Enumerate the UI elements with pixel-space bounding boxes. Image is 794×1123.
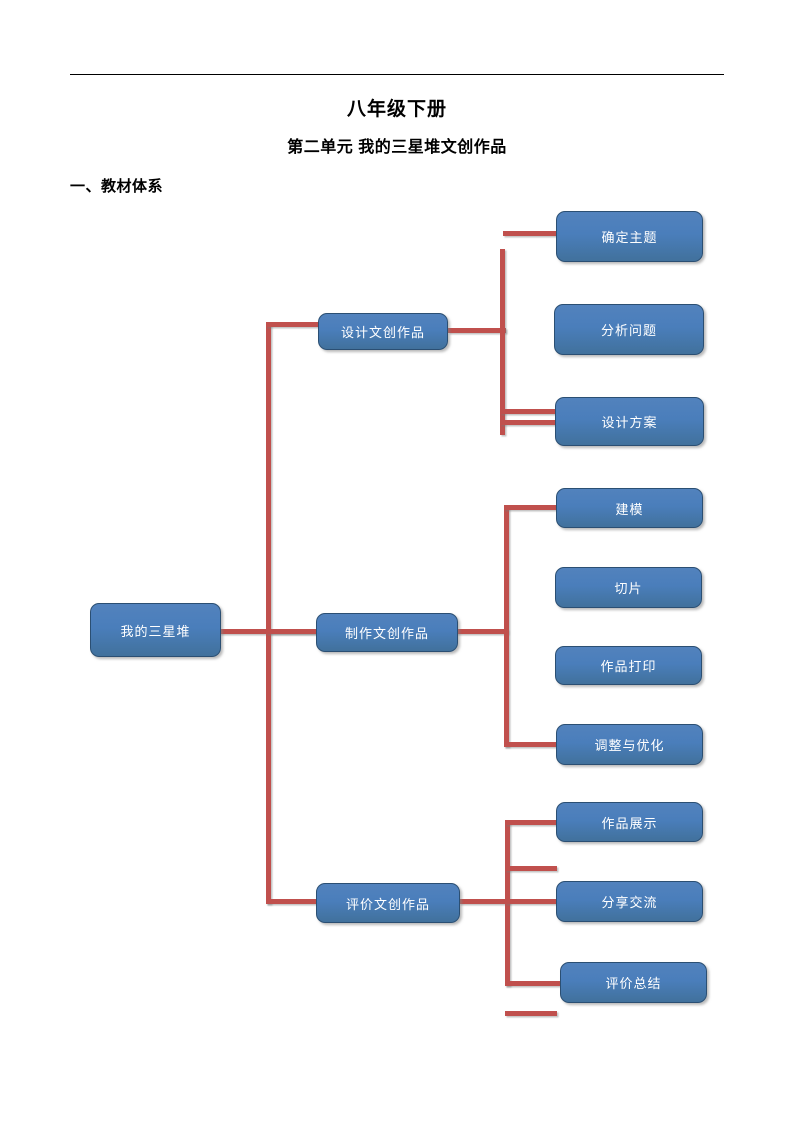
connector-group-3-to-child-3 <box>505 981 560 986</box>
node-leaf-theme[interactable]: 确定主题 <box>556 211 703 262</box>
connector-group-1-to-child-1 <box>503 231 559 236</box>
node-leaf-analyze[interactable]: 分析问题 <box>554 304 704 355</box>
connector-group-1-to-child-3b <box>500 420 562 425</box>
node-leaf-optimize[interactable]: 调整与优化 <box>556 724 703 765</box>
connector-main-spine <box>266 322 271 904</box>
node-branch-make[interactable]: 制作文创作品 <box>316 613 458 652</box>
node-leaf-modeling[interactable]: 建模 <box>556 488 703 528</box>
node-root[interactable]: 我的三星堆 <box>90 603 221 657</box>
connector-branch-2-out <box>456 629 508 634</box>
node-leaf-slicing[interactable]: 切片 <box>555 567 702 608</box>
node-branch-evaluate[interactable]: 评价文创作品 <box>316 883 460 923</box>
header-rule <box>70 74 724 75</box>
connector-branch-3-out <box>459 899 509 904</box>
connector-group-1-trunk <box>500 249 505 435</box>
node-leaf-printing[interactable]: 作品打印 <box>555 646 702 685</box>
connector-group-2-trunk <box>504 505 509 747</box>
connector-spine-to-branch-1 <box>266 322 322 327</box>
connector-group-3-stub-upper <box>505 866 557 871</box>
connector-group-1-to-child-3a <box>500 409 562 414</box>
node-leaf-summary[interactable]: 评价总结 <box>560 962 707 1003</box>
page-subtitle: 第二单元 我的三星堆文创作品 <box>287 139 507 156</box>
node-leaf-exhibit[interactable]: 作品展示 <box>556 802 703 842</box>
connector-group-2-to-child-1 <box>504 505 560 510</box>
node-leaf-plan[interactable]: 设计方案 <box>555 397 704 446</box>
connector-branch-1-out <box>448 328 506 333</box>
node-branch-design[interactable]: 设计文创作品 <box>318 313 448 350</box>
connector-group-3-to-child-2 <box>505 899 560 904</box>
connector-group-3-stub-lower <box>505 1011 557 1016</box>
connector-spine-to-branch-2 <box>266 629 322 634</box>
connector-group-2-to-child-4 <box>504 742 560 747</box>
connector-spine-to-branch-3 <box>266 899 322 904</box>
node-leaf-share[interactable]: 分享交流 <box>556 881 703 922</box>
section-heading: 一、教材体系 <box>70 178 164 195</box>
connector-group-3-to-child-1 <box>505 820 560 825</box>
page-title: 八年级下册 <box>346 99 447 120</box>
